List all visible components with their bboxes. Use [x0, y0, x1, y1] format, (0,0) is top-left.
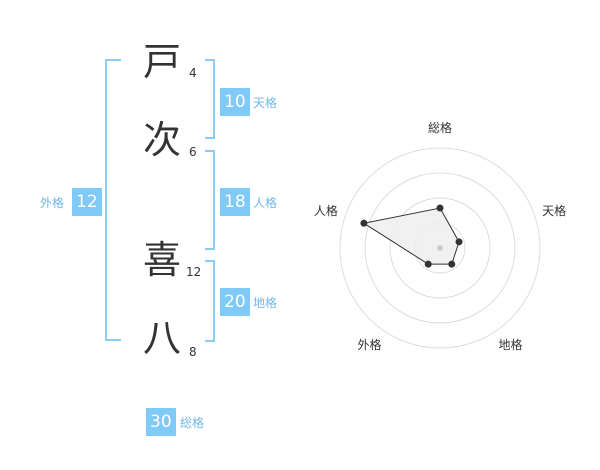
jinkaku-bracket: [205, 150, 215, 250]
name-char-1: 戸: [142, 40, 181, 84]
gaikaku-label: 外格: [40, 196, 65, 210]
radar-axis-label-1: 総格: [428, 120, 452, 135]
name-char-2: 次: [142, 118, 181, 162]
gaikaku-value: 12: [72, 188, 102, 216]
radar-center-dot: [437, 245, 443, 251]
soukaku-value: 30: [146, 408, 176, 436]
radar-axis-label-4: 外格: [357, 337, 381, 352]
stroke-count-2: 6: [189, 145, 197, 159]
radar-axis-label-3: 地格: [499, 337, 523, 352]
radar-point-4: [424, 260, 432, 268]
stroke-count-1: 4: [189, 66, 197, 80]
radar-point-2: [455, 238, 463, 246]
radar-polygon: [362, 207, 460, 265]
chikaku-label: 地格: [253, 296, 278, 310]
tenkaku-label: 天格: [253, 96, 278, 110]
radar-ring-2: [389, 197, 491, 299]
radar-ring-4: [339, 147, 541, 349]
radar-axis-label-2: 天格: [542, 203, 566, 218]
stroke-count-3: 12: [186, 265, 202, 279]
chikaku-value: 20: [220, 288, 250, 316]
tenkaku-value: 10: [220, 88, 250, 116]
jinkaku-value: 18: [220, 188, 250, 216]
jinkaku-label: 人格: [253, 196, 278, 210]
name-char-3: 喜: [142, 238, 181, 282]
gaikaku-bracket: [105, 59, 121, 341]
name-char-4: 八: [142, 316, 181, 360]
radar-axis-label-5: 人格: [314, 203, 338, 218]
radar-point-3: [448, 260, 456, 268]
chikaku-bracket: [205, 260, 215, 342]
radar-point-5: [360, 219, 368, 227]
tenkaku-bracket: [205, 59, 215, 139]
soukaku-label: 総格: [180, 416, 205, 430]
radar-point-1: [436, 204, 444, 212]
stroke-count-4: 8: [189, 345, 197, 359]
radar-ring-3: [364, 172, 516, 324]
